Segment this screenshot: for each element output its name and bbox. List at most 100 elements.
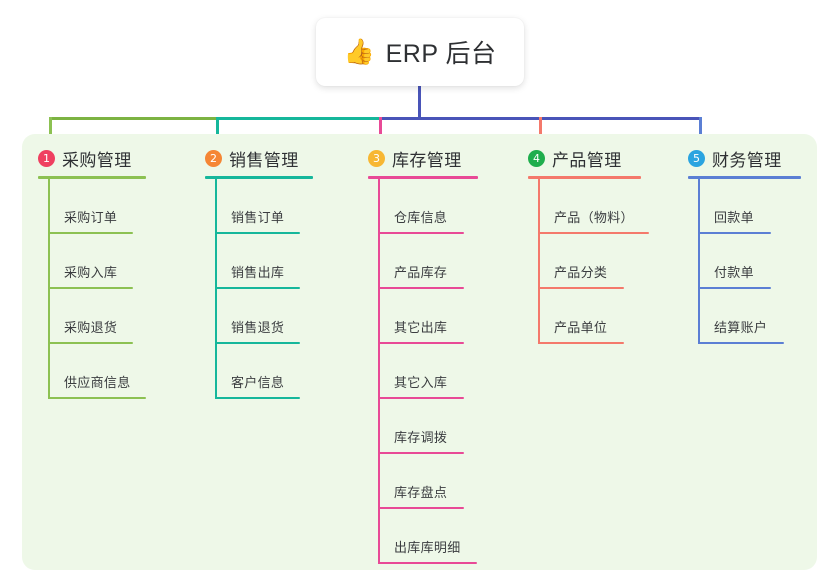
column-产品管理: 4 产品管理产品（物料） 产品分类产品单位: [528, 146, 649, 344]
column-销售管理: 2 销售管理销售订单销售出库销售退货客户信息: [205, 146, 313, 399]
leaf-item[interactable]: 采购订单: [38, 179, 146, 234]
thumbs-up-icon: 👍: [343, 37, 375, 66]
column-underline: [205, 176, 313, 179]
connector-stub-4: [539, 117, 542, 145]
connector-stub-3: [379, 117, 382, 145]
leaf-item[interactable]: 采购退货: [38, 289, 146, 344]
leaf-item-underline: [538, 232, 649, 234]
leaf-item-underline: [215, 232, 300, 234]
leaf-item[interactable]: 结算账户: [688, 289, 801, 344]
leaf-item-label: 库存盘点: [394, 485, 448, 500]
leaf-item-underline: [378, 562, 477, 564]
column-header[interactable]: 2 销售管理: [205, 146, 313, 170]
column-spine: [378, 179, 380, 564]
leaf-item-underline: [48, 342, 133, 344]
leaf-item-label: 产品单位: [554, 320, 608, 335]
column-采购管理: 1 采购管理采购订单采购入库采购退货供应商信息: [38, 146, 146, 399]
leaf-item-underline: [698, 342, 784, 344]
leaf-item-label: 销售出库: [231, 265, 285, 280]
leaf-item-underline: [538, 287, 624, 289]
connector-stub-1: [49, 117, 52, 145]
column-number-badge: 2: [205, 149, 222, 167]
leaf-item-underline: [538, 342, 624, 344]
root-stem: [418, 86, 421, 120]
leaf-item-underline: [378, 232, 464, 234]
leaf-item-label: 回款单: [714, 210, 754, 225]
leaf-item[interactable]: 产品分类: [528, 234, 641, 289]
leaf-item-label: 其它入库: [394, 375, 448, 390]
column-number-badge: 1: [38, 149, 55, 167]
leaf-item-underline: [378, 397, 464, 399]
leaf-item[interactable]: 销售退货: [205, 289, 313, 344]
column-underline: [38, 176, 146, 179]
leaf-item-label: 客户信息: [231, 375, 285, 390]
leaf-item-underline: [378, 452, 464, 454]
leaf-item[interactable]: 库存调拨: [368, 399, 478, 454]
column-items: 产品（物料） 产品分类产品单位: [528, 179, 649, 344]
leaf-item[interactable]: 销售订单: [205, 179, 313, 234]
connector-stub-2: [216, 117, 219, 145]
leaf-item[interactable]: 出库库明细: [368, 509, 478, 564]
leaf-item-label: 仓库信息: [394, 210, 448, 225]
root-node[interactable]: 👍 ERP 后台: [316, 18, 524, 86]
column-underline: [688, 176, 801, 179]
leaf-item-underline: [698, 232, 771, 234]
leaf-item[interactable]: 客户信息: [205, 344, 313, 399]
leaf-item-underline: [48, 397, 146, 399]
leaf-item[interactable]: 供应商信息: [38, 344, 146, 399]
leaf-item[interactable]: 产品（物料）: [528, 179, 649, 234]
leaf-item-label: 销售退货: [231, 320, 285, 335]
column-title: 库存管理: [392, 150, 462, 170]
column-title: 产品管理: [552, 150, 622, 170]
column-header[interactable]: 1 采购管理: [38, 146, 146, 170]
leaf-item-label: 产品库存: [394, 265, 448, 280]
leaf-item-label: 产品分类: [554, 265, 608, 280]
connector-stub-5: [699, 117, 702, 145]
leaf-item[interactable]: 付款单: [688, 234, 801, 289]
leaf-item-underline: [48, 287, 133, 289]
leaf-item-underline: [698, 287, 771, 289]
leaf-item-label: 其它出库: [394, 320, 448, 335]
leaf-item[interactable]: 销售出库: [205, 234, 313, 289]
column-header[interactable]: 4 产品管理: [528, 146, 641, 170]
column-items: 销售订单销售出库销售退货客户信息: [205, 179, 313, 399]
leaf-item-underline: [215, 342, 300, 344]
column-number-badge: 5: [688, 149, 705, 167]
connector-bar-2: [216, 117, 382, 120]
leaf-item-underline: [378, 287, 464, 289]
column-items: 采购订单采购入库采购退货供应商信息: [38, 179, 146, 399]
leaf-item-underline: [378, 342, 464, 344]
leaf-item[interactable]: 其它出库: [368, 289, 478, 344]
column-title: 采购管理: [62, 150, 132, 170]
leaf-item[interactable]: 产品库存: [368, 234, 478, 289]
leaf-item[interactable]: 产品单位: [528, 289, 641, 344]
leaf-item-label: 采购订单: [64, 210, 118, 225]
column-underline: [528, 176, 641, 179]
column-spine: [215, 179, 217, 399]
leaf-item-label: 产品（物料）: [554, 210, 634, 225]
leaf-item[interactable]: 仓库信息: [368, 179, 478, 234]
leaf-item-underline: [215, 287, 300, 289]
leaf-item-label: 销售订单: [231, 210, 285, 225]
leaf-item-label: 出库库明细: [394, 540, 461, 555]
leaf-item-underline: [378, 507, 464, 509]
leaf-item[interactable]: 回款单: [688, 179, 801, 234]
column-items: 回款单付款单结算账户: [688, 179, 801, 344]
leaf-item[interactable]: 库存盘点: [368, 454, 478, 509]
connector-bar-1: [49, 117, 219, 120]
diagram-panel: [22, 134, 817, 570]
leaf-item-label: 库存调拨: [394, 430, 448, 445]
column-title: 销售管理: [229, 150, 299, 170]
leaf-item-label: 供应商信息: [64, 375, 131, 390]
leaf-item[interactable]: 采购入库: [38, 234, 146, 289]
leaf-item[interactable]: 其它入库: [368, 344, 478, 399]
leaf-item-underline: [48, 232, 133, 234]
column-number-badge: 4: [528, 149, 545, 167]
column-items: 仓库信息产品库存其它出库其它入库库存调拨库存盘点出库库明细: [368, 179, 478, 564]
column-spine: [48, 179, 50, 399]
root-title: ERP 后台: [385, 40, 497, 68]
